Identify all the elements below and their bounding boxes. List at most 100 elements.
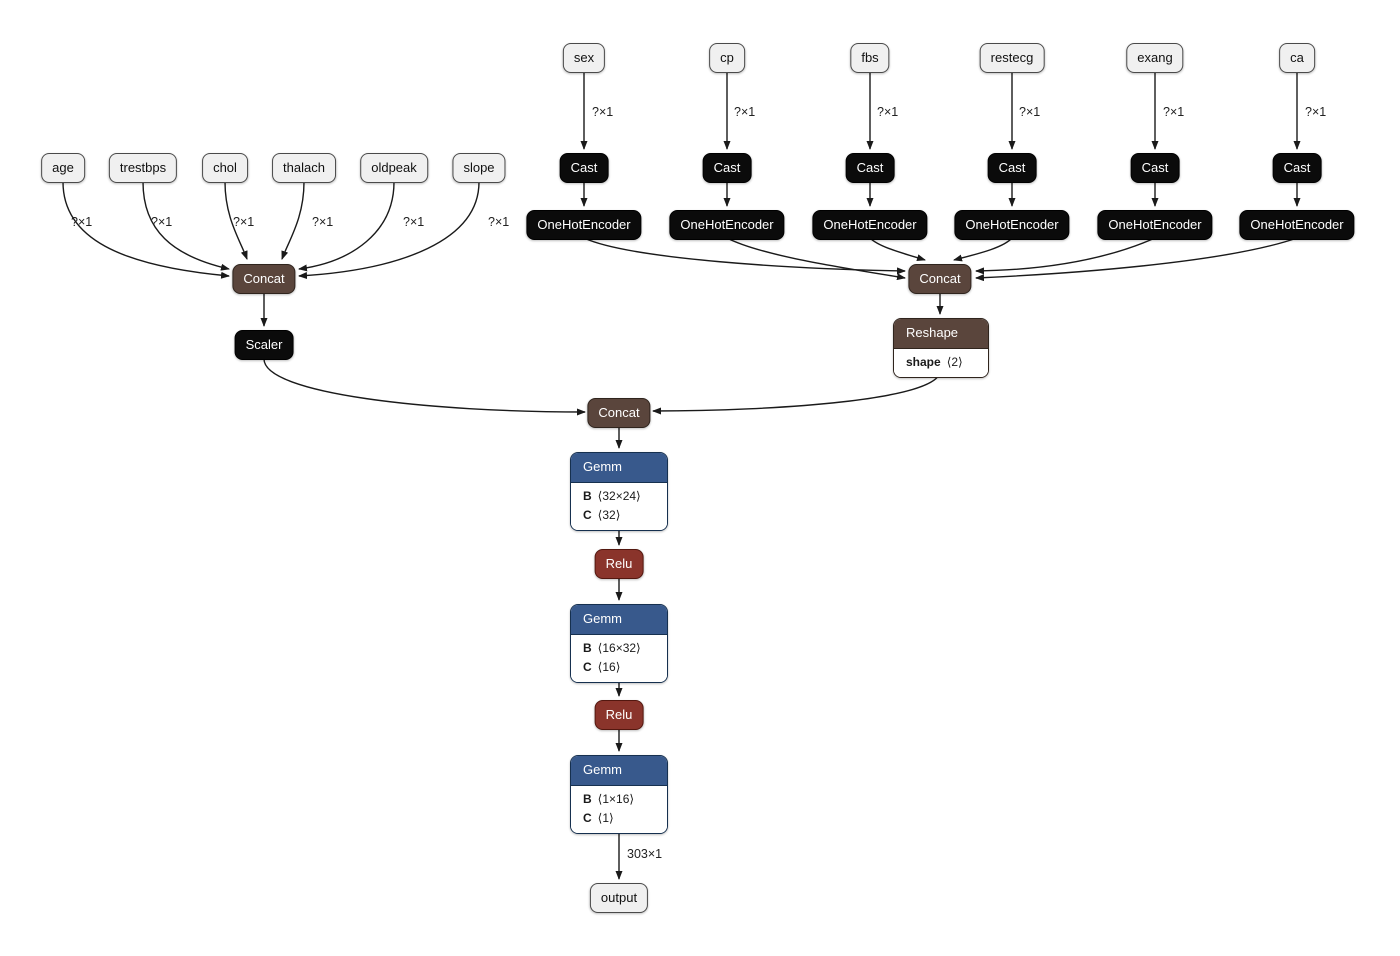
node-label: Reshape <box>894 319 988 349</box>
node-label: Scaler <box>245 337 283 352</box>
edge-thalach-concat <box>281 181 305 260</box>
attr-key: B <box>583 489 592 503</box>
op-node-onehotencoder-restecg[interactable]: OneHotEncoder <box>954 210 1070 240</box>
node-label: trestbps <box>119 160 167 175</box>
node-label: Concat <box>919 271 961 286</box>
node-label: Concat <box>243 271 285 286</box>
node-label: cp <box>720 50 734 65</box>
edge-onehot-concat <box>975 237 1298 282</box>
edge-label-dim: ?×1 <box>1305 105 1327 119</box>
node-label: age <box>52 160 74 175</box>
node-attributes: B ⟨16×32⟩ C ⟨16⟩ <box>571 635 667 682</box>
node-label: chol <box>213 160 237 175</box>
node-label: output <box>600 890 638 905</box>
node-label: Relu <box>605 556 633 571</box>
edge-scaler-concat <box>263 358 586 416</box>
edge-label-dim: ?×1 <box>734 105 756 119</box>
node-label: Gemm <box>571 756 667 786</box>
edge-age-concat <box>62 181 230 279</box>
node-label: Concat <box>598 405 640 420</box>
input-node-slope[interactable]: slope <box>452 153 506 183</box>
edge-chol-concat <box>224 181 248 260</box>
attr-value: ⟨32×24⟩ <box>597 489 641 503</box>
input-node-trestbps[interactable]: trestbps <box>108 153 178 183</box>
edge-onehot-concat <box>726 237 906 281</box>
op-node-concat-features[interactable]: Concat <box>587 398 651 428</box>
edge-label-dim: ?×1 <box>151 215 173 229</box>
node-label: thalach <box>283 160 325 175</box>
node-label: exang <box>1137 50 1173 65</box>
input-node-ca[interactable]: ca <box>1279 43 1315 73</box>
edge-label-dim: ?×1 <box>1163 105 1185 119</box>
attr-key: B <box>583 641 592 655</box>
node-label: Gemm <box>571 605 667 635</box>
edge-label-dim: ?×1 <box>592 105 614 119</box>
op-node-relu-2[interactable]: Relu <box>594 700 644 730</box>
input-node-chol[interactable]: chol <box>202 153 248 183</box>
node-label: slope <box>463 160 495 175</box>
node-label: OneHotEncoder <box>680 217 774 232</box>
op-node-cast-fbs[interactable]: Cast <box>845 153 895 183</box>
op-node-cast-sex[interactable]: Cast <box>559 153 609 183</box>
node-label: oldpeak <box>371 160 417 175</box>
op-node-onehotencoder-fbs[interactable]: OneHotEncoder <box>812 210 928 240</box>
node-label: OneHotEncoder <box>965 217 1059 232</box>
input-node-oldpeak[interactable]: oldpeak <box>360 153 428 183</box>
node-attributes: shape⟨2⟩ <box>894 349 988 377</box>
op-node-gemm-2[interactable]: Gemm B ⟨16×32⟩ C ⟨16⟩ <box>570 604 668 683</box>
node-label: Cast <box>1283 160 1311 175</box>
op-node-reshape[interactable]: Reshape shape⟨2⟩ <box>893 318 989 378</box>
attr-key: C <box>583 508 592 522</box>
input-node-exang[interactable]: exang <box>1126 43 1184 73</box>
op-node-cast-exang[interactable]: Cast <box>1130 153 1180 183</box>
op-node-onehotencoder-ca[interactable]: OneHotEncoder <box>1239 210 1355 240</box>
op-node-onehotencoder-exang[interactable]: OneHotEncoder <box>1097 210 1213 240</box>
node-label: OneHotEncoder <box>823 217 917 232</box>
input-node-restecg[interactable]: restecg <box>979 43 1045 73</box>
node-label: OneHotEncoder <box>1250 217 1344 232</box>
op-node-gemm-1[interactable]: Gemm B⟨32×24⟩ C⟨32⟩ <box>570 452 668 531</box>
edge-label-dim: ?×1 <box>488 215 510 229</box>
input-node-thalach[interactable]: thalach <box>272 153 336 183</box>
input-node-sex[interactable]: sex <box>562 43 606 73</box>
input-node-fbs[interactable]: fbs <box>850 43 890 73</box>
attr-value: ⟨1×16⟩ <box>597 792 635 806</box>
node-label: Cast <box>713 160 741 175</box>
op-node-relu-1[interactable]: Relu <box>594 549 644 579</box>
node-label: restecg <box>990 50 1034 65</box>
edge-label-output-dim: 303×1 <box>627 847 663 861</box>
node-label: sex <box>573 50 595 65</box>
edge-trestbps-concat <box>142 181 230 271</box>
edge-onehot-concat <box>583 237 906 275</box>
edge-onehot-concat <box>869 237 926 262</box>
op-node-cast-cp[interactable]: Cast <box>702 153 752 183</box>
input-node-age[interactable]: age <box>41 153 85 183</box>
op-node-onehotencoder-cp[interactable]: OneHotEncoder <box>669 210 785 240</box>
op-node-gemm-3[interactable]: Gemm B⟨1×16⟩ C⟨1⟩ <box>570 755 668 834</box>
edge-label-dim: ?×1 <box>71 215 93 229</box>
attr-value: ⟨16⟩ <box>597 660 621 674</box>
op-node-concat-numeric[interactable]: Concat <box>232 264 296 294</box>
output-node[interactable]: output <box>589 883 649 913</box>
attr-value: ⟨16×32⟩ <box>597 641 641 655</box>
op-node-cast-restecg[interactable]: Cast <box>987 153 1037 183</box>
input-node-cp[interactable]: cp <box>709 43 745 73</box>
node-label: Cast <box>856 160 884 175</box>
attr-key: C <box>583 811 592 825</box>
attr-key: C <box>583 660 592 674</box>
edge-onehot-concat <box>953 237 1013 262</box>
edge-label-dim: ?×1 <box>403 215 425 229</box>
edge-label-dim: ?×1 <box>1019 105 1041 119</box>
node-label: OneHotEncoder <box>1108 217 1202 232</box>
node-label: Cast <box>1141 160 1169 175</box>
op-node-onehotencoder-sex[interactable]: OneHotEncoder <box>526 210 642 240</box>
op-node-cast-ca[interactable]: Cast <box>1272 153 1322 183</box>
op-node-scaler[interactable]: Scaler <box>234 330 294 360</box>
edge-onehot-concat <box>975 237 1156 275</box>
attr-value: ⟨1⟩ <box>597 811 614 825</box>
node-label: Cast <box>570 160 598 175</box>
attr-value: ⟨32⟩ <box>597 508 621 522</box>
op-node-concat-categorical[interactable]: Concat <box>908 264 972 294</box>
